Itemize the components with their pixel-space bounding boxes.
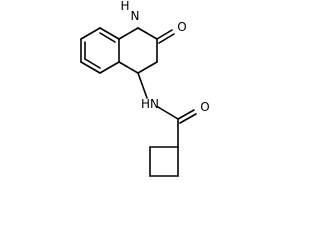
amide-nitrogen-label: HN — [141, 97, 159, 111]
bond — [137, 61, 158, 74]
molecule-diagram: N H O HN O — [80, 0, 210, 177]
carbonyl-bond — [179, 113, 197, 124]
amide-oxygen-label: O — [200, 100, 209, 114]
bond — [99, 61, 120, 74]
carbonyl-bond — [156, 29, 173, 40]
bond — [137, 27, 158, 40]
benzene-ring — [80, 27, 120, 74]
ring-nitrogen-hydrogen: H — [120, 0, 129, 13]
carbonyl-bond — [158, 33, 175, 44]
ring-nitrogen-label: N — [131, 9, 140, 23]
bond — [137, 72, 148, 99]
bond — [118, 27, 139, 40]
ring-nitrogen-hydrogen-label: H — [120, 0, 129, 13]
bond — [80, 27, 101, 40]
bond — [118, 61, 139, 74]
carbonyl-bond — [177, 109, 195, 120]
bond — [80, 61, 101, 74]
lactam-ring — [118, 27, 175, 74]
double-bond-inner — [99, 32, 116, 43]
bond — [99, 27, 120, 40]
bond — [157, 106, 179, 120]
structure-drawing: N H O HN O — [80, 0, 210, 177]
cyclobutane-ring — [149, 146, 179, 177]
double-bond-inner — [84, 58, 101, 69]
amide-chain — [137, 72, 197, 148]
ring-carbonyl-oxygen-label: O — [177, 20, 186, 34]
atom-labels: N H O HN O — [120, 0, 209, 114]
ring-nitrogen-symbol: N — [131, 9, 140, 23]
